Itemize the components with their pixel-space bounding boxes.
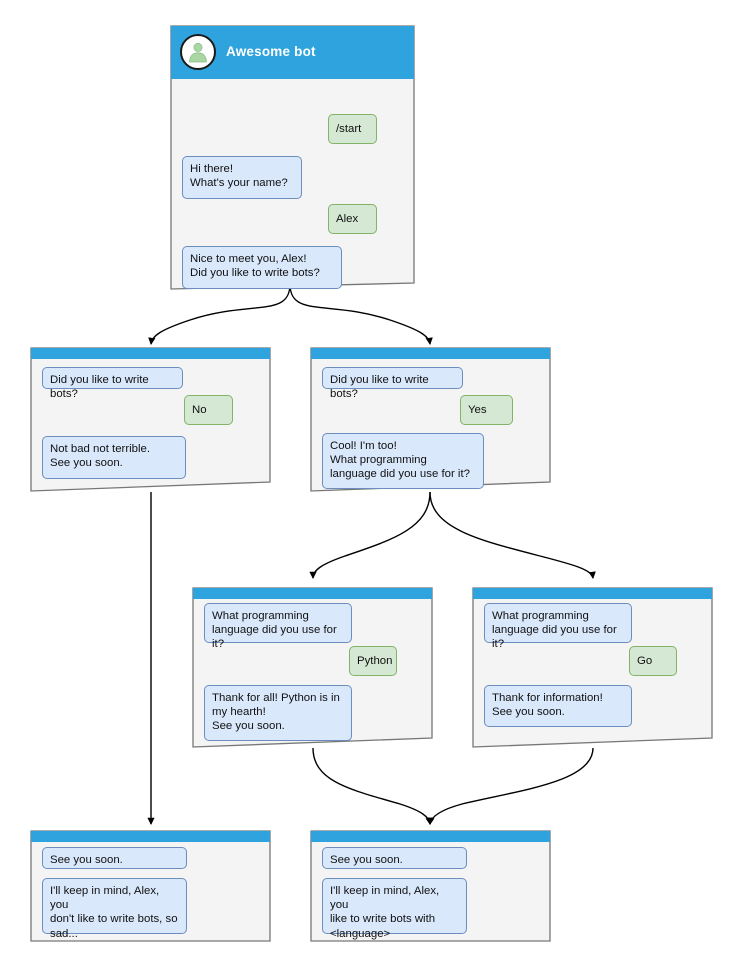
bot-message-bubble: Not bad not terrible. See you soon. bbox=[42, 436, 186, 479]
chat-card-answer-no: Did you like to write bots? No Not bad n… bbox=[30, 347, 271, 492]
user-message-bubble: Go bbox=[629, 646, 677, 676]
chat-card-start: Awesome bot /start Hi there! What's your… bbox=[170, 25, 415, 290]
edge-yes-to-python bbox=[309, 491, 431, 580]
bot-message-bubble: I'll keep in mind, Alex, you don't like … bbox=[42, 878, 187, 940]
bot-message-bubble: Nice to meet you, Alex! Did you like to … bbox=[182, 246, 342, 289]
bot-message-bubble: Did you like to write bots? bbox=[322, 367, 463, 400]
card-title-start: Awesome bot bbox=[226, 44, 316, 59]
bot-message-bubble: What programming language did you use fo… bbox=[484, 603, 632, 650]
bot-message-bubble: What programming language did you use fo… bbox=[204, 603, 352, 650]
user-message-bubble: Yes bbox=[460, 395, 513, 425]
edge-python-to-end-happy bbox=[312, 747, 433, 826]
chat-card-answer-yes: Did you like to write bots? Yes Cool! I'… bbox=[310, 347, 551, 492]
edge-start-to-no bbox=[148, 283, 291, 346]
card-header-end-happy bbox=[310, 830, 551, 841]
card-header-answer-python bbox=[192, 587, 433, 598]
chat-card-end-happy: See you soon. I'll keep in mind, Alex, y… bbox=[310, 830, 551, 942]
user-message-bubble: Alex bbox=[328, 204, 377, 234]
edge-start-to-yes bbox=[289, 283, 433, 346]
user-message-bubble: Python bbox=[349, 646, 397, 676]
edge-go-to-end-happy bbox=[427, 747, 594, 826]
bot-message-bubble: Cool! I'm too! What programming language… bbox=[322, 433, 484, 489]
card-header-start: Awesome bot bbox=[170, 25, 415, 78]
bot-message-bubble: Did you like to write bots? bbox=[42, 367, 183, 400]
chat-card-answer-go: What programming language did you use fo… bbox=[472, 587, 713, 748]
bot-message-bubble: See you soon. bbox=[42, 847, 187, 869]
person-avatar-icon bbox=[180, 33, 216, 70]
card-header-end-sad bbox=[30, 830, 271, 841]
bot-message-bubble: Thank for information! See you soon. bbox=[484, 685, 632, 727]
card-header-answer-go bbox=[472, 587, 713, 598]
chat-card-answer-python: What programming language did you use fo… bbox=[192, 587, 433, 748]
card-header-answer-yes bbox=[310, 347, 551, 358]
chat-card-end-sad: See you soon. I'll keep in mind, Alex, y… bbox=[30, 830, 271, 942]
bot-message-bubble: I'll keep in mind, Alex, you like to wri… bbox=[322, 878, 467, 940]
bot-message-bubble: Hi there! What's your name? bbox=[182, 156, 302, 199]
bot-message-bubble: Thank for all! Python is in my hearth! S… bbox=[204, 685, 352, 741]
user-message-bubble: /start bbox=[328, 114, 377, 144]
user-message-bubble: No bbox=[184, 395, 233, 425]
bot-message-bubble: See you soon. bbox=[322, 847, 467, 869]
edge-yes-to-go bbox=[429, 491, 596, 580]
card-header-answer-no bbox=[30, 347, 271, 358]
